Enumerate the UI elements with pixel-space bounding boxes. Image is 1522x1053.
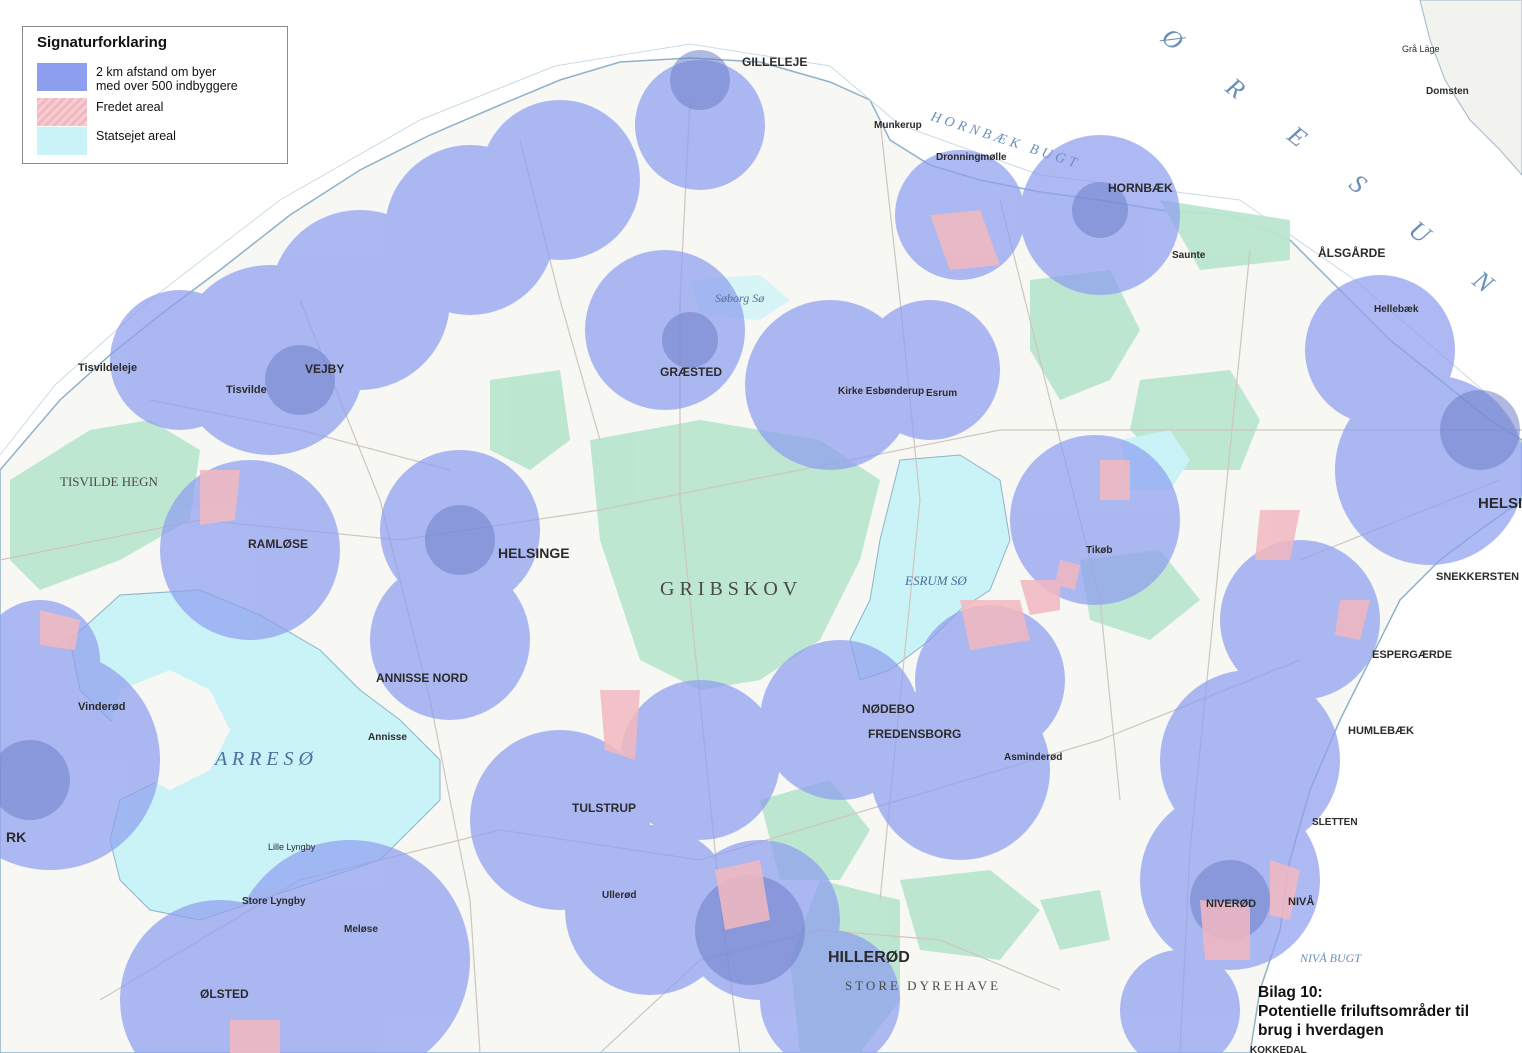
label-helsinge: HELSINGE: [498, 545, 570, 561]
map-legend: Signaturforklaring 2 km afstand om byer …: [22, 26, 288, 164]
label-graa-laege: Grå Läge: [1402, 44, 1440, 54]
label-annisse-nord: ANNISSE NORD: [376, 671, 468, 685]
label-hellebaek: Hellebæk: [1374, 304, 1419, 315]
label-kokkedal: KOKKEDAL: [1250, 1045, 1307, 1053]
map-caption: Bilag 10: Potentielle friluftsområder ti…: [1258, 983, 1518, 1040]
label-tisvilde: Tisvilde: [226, 384, 267, 396]
label-niva-bugt: NIVÅ BUGT: [1299, 951, 1362, 965]
caption-line-1: Bilag 10:: [1258, 984, 1323, 1001]
label-niverod: NIVERØD: [1206, 898, 1256, 910]
label-olsted: ØLSTED: [200, 987, 249, 1001]
legend-label-state-owned: Statsejet areal: [96, 129, 176, 143]
buffer-zones: [0, 60, 1522, 1053]
label-munkerup: Munkerup: [874, 120, 922, 131]
label-helsingor: HELSI: [1478, 495, 1522, 512]
label-nivaa: NIVÅ: [1288, 895, 1314, 908]
label-soborg-soe: Søborg Sø: [715, 291, 765, 305]
town-cores: [0, 50, 1520, 985]
label-esrum-soe: ESRUM SØ: [904, 573, 967, 588]
protected-areas: [40, 210, 1370, 1053]
caption-line-3: brug i hverdagen: [1258, 1022, 1384, 1039]
label-store-lyngby: Store Lyngby: [242, 896, 306, 907]
legend-label-buffer: 2 km afstand om byer med over 500 indbyg…: [96, 65, 238, 93]
label-frederiksvaerk: RK: [6, 829, 26, 845]
legend-swatch-buffer: [37, 63, 87, 91]
label-store-dyrehave: STORE DYREHAVE: [845, 978, 1001, 993]
label-fredensborg: FREDENSBORG: [868, 727, 961, 741]
sweden-coast: [1419, 0, 1522, 176]
label-snekkersten: SNEKKERSTEN: [1436, 571, 1519, 583]
label-humlebaek: HUMLEBÆK: [1348, 725, 1414, 737]
label-tisvilde-hegn: TISVILDE HEGN: [60, 474, 158, 489]
label-sletten: SLETTEN: [1312, 817, 1358, 828]
label-tikob: Tikøb: [1086, 545, 1112, 556]
label-hornbaek: HORNBÆK: [1108, 181, 1173, 195]
label-saunte: Saunte: [1172, 250, 1206, 261]
label-melose: Meløse: [344, 924, 378, 935]
label-hilleroed: HILLERØD: [828, 949, 910, 966]
legend-swatch-protected: [37, 98, 87, 126]
legend-item-buffer: 2 km afstand om byer med over 500 indbyg…: [37, 63, 277, 93]
legend-item-protected: Fredet areal: [37, 98, 277, 126]
legend-swatch-state-owned: [37, 127, 87, 155]
forest-areas: [10, 200, 1290, 1053]
label-gribskov: GRIBSKOV: [660, 578, 802, 600]
label-alsgaarde: ÅLSGÅRDE: [1318, 245, 1385, 260]
label-domsten: Domsten: [1426, 86, 1469, 97]
label-asminderod: Asminderød: [1004, 752, 1062, 763]
label-nodebo: NØDEBO: [862, 702, 915, 716]
label-lille-lyngby: Lille Lyngby: [268, 842, 316, 852]
label-ramloese: RAMLØSE: [248, 537, 308, 551]
label-espergaerde: ESPERGÆRDE: [1372, 649, 1452, 661]
label-esbonderup: Kirke Esbønderup: [838, 386, 924, 397]
label-tisvildeleje: Tisvildeleje: [78, 362, 137, 374]
label-tulstrup: TULSTRUP: [572, 801, 636, 815]
label-esrum: Esrum: [926, 388, 957, 399]
legend-label-protected: Fredet areal: [96, 100, 164, 114]
label-gilleleje: GILLELEJE: [742, 55, 807, 69]
caption-line-2: Potentielle friluftsområder til: [1258, 1003, 1470, 1020]
label-ullerod: Ullerød: [602, 890, 636, 901]
label-graested: GRÆSTED: [660, 365, 722, 379]
label-dronningmoelle: Dronningmølle: [936, 152, 1007, 163]
legend-item-state-owned: Statsejet areal: [37, 127, 277, 155]
town-labels-regular: Lille Lyngby Grå Läge: [268, 44, 1440, 852]
label-vejby: VEJBY: [305, 362, 344, 376]
label-arresoe: A R R E S Ø: [213, 748, 315, 770]
label-annisse: Annisse: [368, 732, 407, 743]
town-labels: GILLELEJE HORNBÆK ÅLSGÅRDE HELSI SNEKKER…: [6, 55, 1522, 1053]
legend-title: Signaturforklaring: [37, 34, 168, 51]
label-vinderod: Vinderød: [78, 701, 125, 713]
